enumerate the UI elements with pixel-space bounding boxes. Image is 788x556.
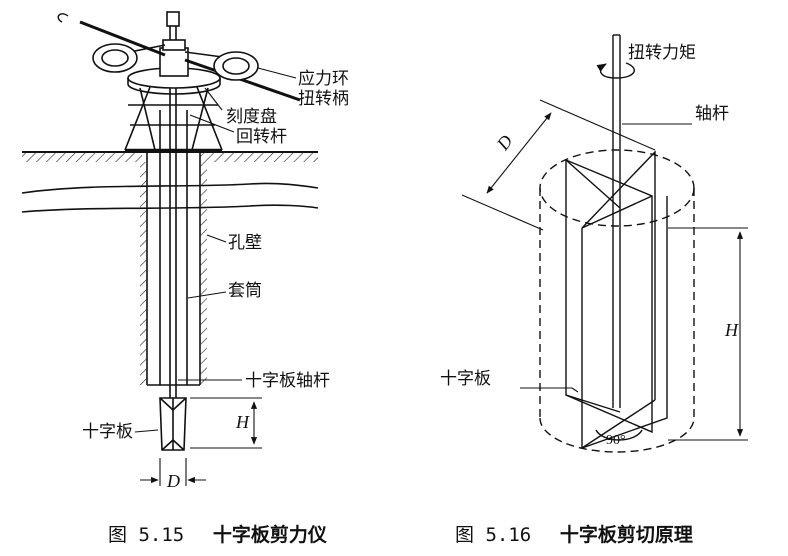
label-vane-fig16: 十字板 xyxy=(440,369,491,389)
caption-number-fig15: 图 5.15 xyxy=(108,524,185,546)
angle-arc xyxy=(595,429,643,441)
dial-plate xyxy=(127,39,221,95)
stress-ring-left xyxy=(92,43,138,73)
label-borehole-wall: 孔壁 xyxy=(228,233,262,253)
support-frame xyxy=(124,81,223,152)
leader-lines xyxy=(134,67,297,433)
dimension-d-label-fig15: D xyxy=(166,471,180,491)
leader-lines-fig16 xyxy=(520,123,692,393)
label-shaft: 轴杆 xyxy=(695,104,729,124)
angle-label: 90° xyxy=(606,433,626,448)
vane-blades-fig16 xyxy=(565,150,668,449)
label-torque-handle: 扭转柄 xyxy=(298,89,349,109)
caption-fig-5-16: 图 5.16 十字板剪切原理 xyxy=(455,520,693,547)
dimension-d-label-fig16: D xyxy=(492,131,516,154)
stress-ring-right xyxy=(213,51,259,81)
casing-tube xyxy=(147,110,200,386)
dimension-d-fig16 xyxy=(461,99,656,231)
label-dial-plate: 刻度盘 xyxy=(226,107,277,127)
figure-5-15-vane-shear-apparatus xyxy=(21,11,319,486)
caption-title-fig15: 十字板剪力仪 xyxy=(212,524,327,546)
figure-5-16-vane-shear-principle xyxy=(461,34,748,453)
label-vane: 十字板 xyxy=(82,422,133,442)
shear-cylinder xyxy=(539,149,695,453)
dimension-h-label-fig16: H xyxy=(724,320,739,340)
label-torque: 扭转力矩 xyxy=(628,43,696,63)
dimension-h-label-fig15: H xyxy=(235,412,250,432)
label-casing: 套筒 xyxy=(228,281,262,301)
label-stress-ring: 应力环 xyxy=(298,69,349,89)
vane-blades xyxy=(159,397,187,451)
label-rotating-rod: 回转杆 xyxy=(236,127,287,147)
caption-number-fig16: 图 5.16 xyxy=(455,524,532,546)
dimension-d-fig15 xyxy=(140,458,206,486)
caption-title-fig16: 十字板剪切原理 xyxy=(559,524,693,546)
torque-arrow xyxy=(596,62,635,79)
soil-layer xyxy=(21,182,319,213)
shaft-fig16 xyxy=(612,34,621,408)
label-vane-shaft: 十字板轴杆 xyxy=(245,371,330,391)
caption-fig-5-15: 图 5.15 十字板剪力仪 xyxy=(108,520,327,547)
dimension-h-fig16 xyxy=(668,227,748,441)
dimension-h-fig15 xyxy=(190,397,262,449)
borehole-wall xyxy=(140,152,207,385)
